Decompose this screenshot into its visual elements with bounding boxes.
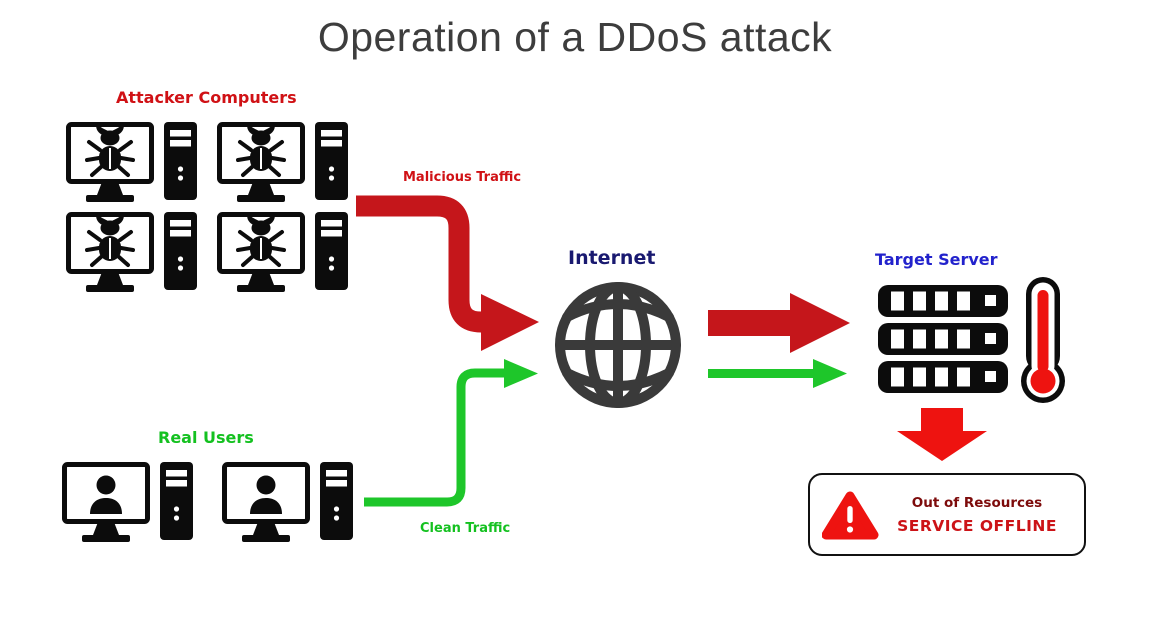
globe-icon [555,282,681,408]
diagram-title: Operation of a DDoS attack [317,14,833,60]
real-users-label: Real Users [158,428,254,447]
clean-traffic-arrow [364,359,538,507]
internet-label: Internet [568,247,656,269]
malicious-traffic-arrow-to-server [708,293,850,353]
server-rack-icon [878,285,1008,393]
clean-traffic-label: Clean Traffic [420,521,511,536]
thermometer-hot-icon [1021,277,1065,403]
overload-down-arrow [897,408,987,461]
alert-text-block: Out of Resources SERVICE OFFLINE [880,495,1084,535]
bug-workstation-icon [69,122,198,202]
person-workstation-icon [225,462,354,542]
attackers-label: Attacker Computers [116,88,297,107]
person-workstation-icon [65,462,194,542]
warning-triangle-icon [822,491,879,539]
bug-workstation-icon [220,122,349,202]
attacker-computers-group [69,122,349,292]
clean-traffic-arrow-to-server [708,359,847,388]
service-offline-alert: Out of Resources SERVICE OFFLINE [808,473,1086,556]
malicious-traffic-label: Malicious Traffic [403,170,522,185]
bug-workstation-icon [220,212,349,292]
real-users-group [65,462,354,542]
target-server-label: Target Server [875,250,998,269]
alert-subtitle: Out of Resources [911,494,1043,511]
malicious-traffic-arrow [356,195,539,351]
bug-workstation-icon [69,212,198,292]
alert-status-text: SERVICE OFFLINE [897,516,1057,535]
